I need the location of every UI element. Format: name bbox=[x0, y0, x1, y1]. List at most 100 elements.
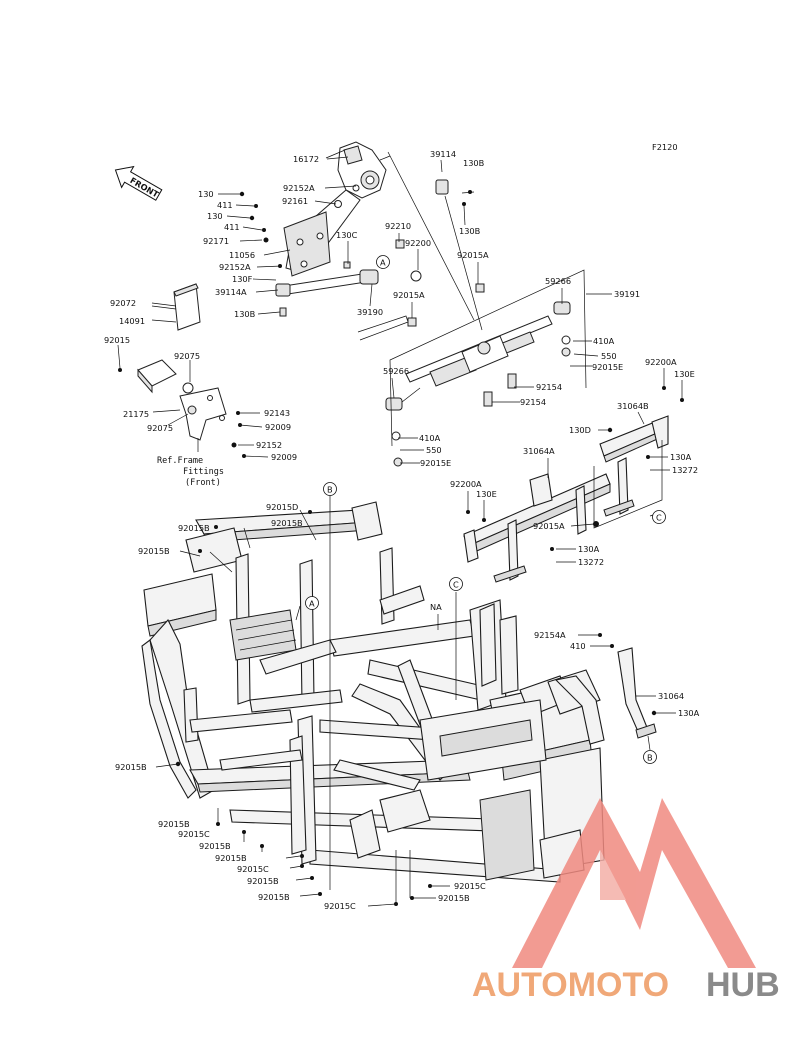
label-92015B: 92015B bbox=[199, 841, 231, 851]
label-130B: 130B bbox=[234, 309, 256, 319]
label-92015B: 92015B bbox=[258, 892, 290, 902]
svg-text:A: A bbox=[380, 258, 386, 268]
label-39191: 39191 bbox=[614, 289, 640, 299]
label-13272: 13272 bbox=[578, 557, 604, 567]
svg-text:A: A bbox=[309, 599, 315, 609]
label-92200: 92200 bbox=[405, 238, 431, 248]
svg-text:C: C bbox=[453, 580, 459, 590]
label-92152A: 92152A bbox=[283, 183, 315, 193]
label-130B: 130B bbox=[459, 226, 481, 236]
label-130A: 130A bbox=[578, 544, 600, 554]
label-21175: 21175 bbox=[123, 409, 149, 419]
label-92152: 92152 bbox=[256, 440, 282, 450]
label-92075: 92075 bbox=[147, 423, 173, 433]
figure-code: F2120 bbox=[652, 142, 678, 152]
label-410A: 410A bbox=[593, 336, 615, 346]
ref-note-line3: (Front) bbox=[185, 478, 221, 488]
label-130A: 130A bbox=[670, 452, 692, 462]
label-411: 411 bbox=[224, 222, 240, 232]
bolt-markers-steering bbox=[239, 191, 282, 268]
label-92015C: 92015C bbox=[178, 829, 210, 839]
label-92015C: 92015C bbox=[454, 881, 486, 891]
label-13272: 13272 bbox=[672, 465, 698, 475]
label-92154: 92154 bbox=[536, 382, 562, 392]
label-92015B: 92015B bbox=[158, 819, 190, 829]
label-92015C: 92015C bbox=[324, 901, 356, 911]
callout-b-right: B bbox=[643, 750, 657, 764]
label-31064A: 31064A bbox=[523, 446, 555, 456]
label-31064: 31064 bbox=[658, 691, 684, 701]
bracket-31064 bbox=[617, 647, 657, 739]
assembly-bracket-39191 bbox=[379, 151, 612, 447]
label-130A: 130A bbox=[678, 708, 700, 718]
label-39114: 39114 bbox=[430, 149, 456, 159]
front-arrow-icon: FRONT bbox=[114, 165, 163, 201]
label-92015E: 92015E bbox=[420, 458, 451, 468]
label-92015A: 92015A bbox=[457, 250, 489, 260]
label-92200A: 92200A bbox=[645, 357, 677, 367]
label-411: 411 bbox=[217, 200, 233, 210]
label-59266: 59266 bbox=[383, 366, 409, 376]
label-92210: 92210 bbox=[385, 221, 411, 231]
label-92015B: 92015B bbox=[138, 546, 170, 556]
label-31064B: 31064B bbox=[617, 401, 649, 411]
steering-motor-assembly bbox=[283, 141, 387, 277]
bolt-markers-relay bbox=[118, 368, 246, 458]
leader-lines-frame bbox=[155, 490, 676, 907]
steering-shaft bbox=[275, 239, 422, 317]
label-92015B: 92015B bbox=[215, 853, 247, 863]
label-39190: 39190 bbox=[357, 307, 383, 317]
svg-text:B: B bbox=[327, 485, 333, 495]
label-92015B: 92015B bbox=[247, 876, 279, 886]
label-92171: 92171 bbox=[203, 236, 229, 246]
label-92015E: 92015E bbox=[592, 362, 623, 372]
label-39114A: 39114A bbox=[215, 287, 247, 297]
label-92009: 92009 bbox=[271, 452, 297, 462]
bracket-31064b bbox=[599, 415, 669, 517]
label-92143: 92143 bbox=[264, 408, 290, 418]
label-92015: 92015 bbox=[104, 335, 130, 345]
label-130C: 130C bbox=[336, 230, 358, 240]
steering-rack bbox=[357, 283, 571, 467]
label-92152A: 92152A bbox=[219, 262, 251, 272]
label-92154A: 92154A bbox=[534, 630, 566, 640]
label-130E: 130E bbox=[476, 489, 497, 499]
watermark-logo-icon bbox=[512, 798, 756, 968]
label-11056: 11056 bbox=[229, 250, 255, 260]
label-92161: 92161 bbox=[282, 196, 308, 206]
bolt-markers-frame bbox=[175, 510, 657, 906]
callout-a: A bbox=[376, 255, 390, 269]
label-92015A: 92015A bbox=[393, 290, 425, 300]
watermark-part1: AUTOMOTO bbox=[472, 966, 669, 1004]
label-92015B: 92015B bbox=[271, 518, 303, 528]
ref-note-line1: Ref.Frame bbox=[157, 456, 203, 466]
label-14091: 14091 bbox=[119, 316, 145, 326]
label-550: 550 bbox=[426, 445, 442, 455]
bracket-31064a bbox=[463, 473, 611, 583]
svg-text:B: B bbox=[647, 753, 653, 763]
svg-text:C: C bbox=[656, 513, 662, 523]
label-59266: 59266 bbox=[545, 276, 571, 286]
label-92154: 92154 bbox=[520, 397, 546, 407]
callout-b-top: B bbox=[323, 482, 337, 496]
bolt-markers-brackets bbox=[466, 386, 684, 551]
watermark-text: AUTOMOTO HUB bbox=[472, 966, 780, 1004]
label-16172: 16172 bbox=[293, 154, 319, 164]
label-130D: 130D bbox=[569, 425, 591, 435]
leader-lines-brackets bbox=[467, 368, 683, 563]
leader-lines-relay bbox=[117, 344, 269, 458]
leader-lines-steering bbox=[218, 149, 419, 315]
label-130B: 130B bbox=[463, 158, 485, 168]
label-130E: 130E bbox=[674, 369, 695, 379]
label-92015B: 92015B bbox=[438, 893, 470, 903]
label-92200A: 92200A bbox=[450, 479, 482, 489]
label-na: NA bbox=[430, 602, 442, 612]
label-92072: 92072 bbox=[110, 298, 136, 308]
label-410: 410 bbox=[570, 641, 586, 651]
joint-39114 bbox=[435, 179, 472, 206]
label-130: 130 bbox=[207, 211, 223, 221]
label-130F: 130F bbox=[232, 274, 253, 284]
main-frame bbox=[141, 501, 605, 883]
label-92015A: 92015A bbox=[533, 521, 565, 531]
